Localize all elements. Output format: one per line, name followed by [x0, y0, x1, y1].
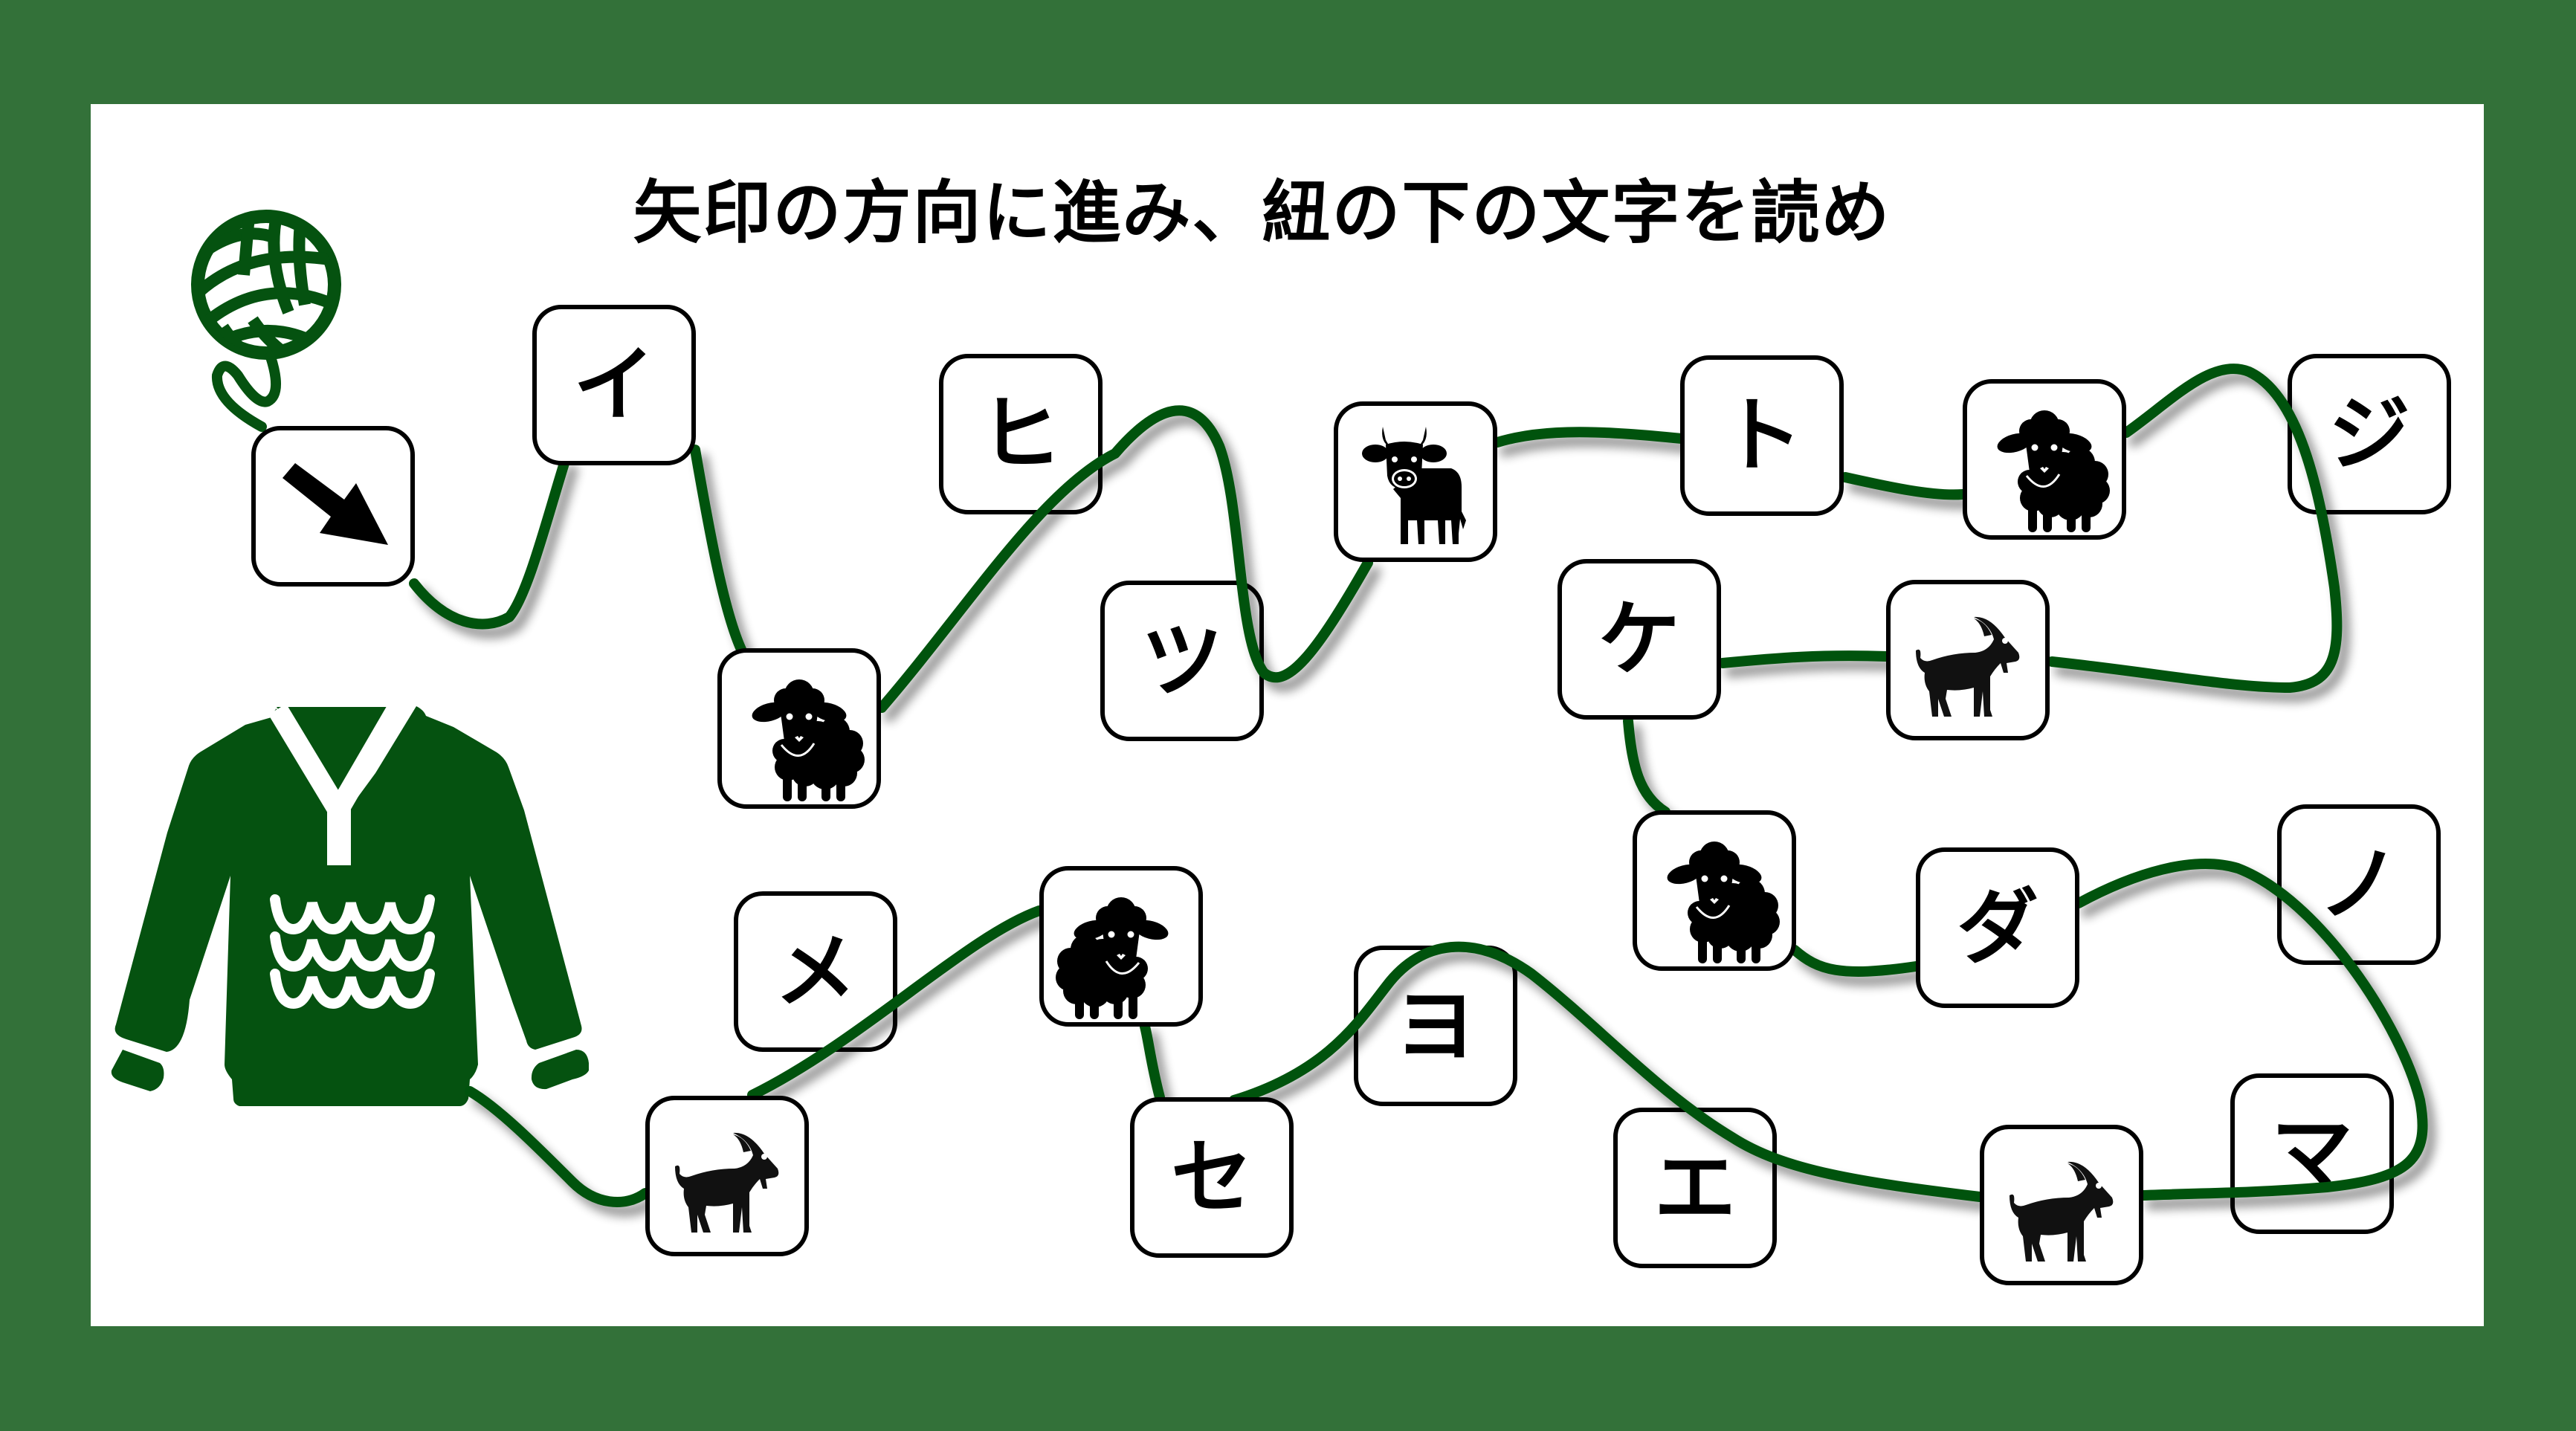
tile-da[interactable]: ダ	[1916, 847, 2079, 1008]
tile-frame	[939, 354, 1103, 514]
sweater-icon	[111, 703, 589, 1106]
tile-ji[interactable]: ジ	[2288, 354, 2451, 514]
tile-goat3[interactable]	[1980, 1125, 2143, 1285]
tile-hi[interactable]: ヒ	[939, 354, 1103, 514]
tile-frame	[1557, 559, 1721, 720]
tile-frame	[734, 891, 897, 1052]
tile-sheep2[interactable]	[1963, 379, 2126, 540]
tile-me[interactable]: メ	[734, 891, 897, 1052]
tile-char: ケ	[1598, 592, 1680, 687]
tile-frame	[1130, 1097, 1294, 1258]
tile-i[interactable]: イ	[532, 305, 696, 465]
yarn-ball-icon	[191, 210, 341, 432]
tile-sheep4[interactable]	[1039, 866, 1203, 1027]
tile-char: セ	[1171, 1130, 1253, 1225]
tile-char: ト	[1721, 388, 1803, 483]
tile-ma[interactable]: マ	[2230, 1073, 2394, 1234]
tile-tsu[interactable]: ツ	[1100, 581, 1264, 741]
tile-se[interactable]: セ	[1130, 1097, 1294, 1258]
tile-char: ノ	[2318, 837, 2400, 932]
tile-char: メ	[775, 924, 856, 1019]
tile-sheep1[interactable]	[717, 648, 881, 809]
tile-char: ヨ	[1395, 978, 1476, 1073]
tile-yo[interactable]: ヨ	[1354, 946, 1517, 1106]
tile-ke[interactable]: ケ	[1557, 559, 1721, 720]
tile-frame	[532, 305, 696, 465]
tile-char: エ	[1654, 1140, 1736, 1235]
tile-no[interactable]: ノ	[2277, 804, 2441, 965]
tile-frame	[1916, 847, 2079, 1008]
tile-frame	[2288, 354, 2451, 514]
tile-to[interactable]: ト	[1680, 355, 1844, 516]
tile-goat1[interactable]	[1886, 580, 2050, 740]
page-title: 矢印の方向に進み、紐の下の文字を読め	[633, 173, 1891, 253]
tile-frame	[1680, 355, 1844, 516]
tile-char: ダ	[1957, 880, 2038, 975]
tile-cow[interactable]	[1334, 401, 1497, 562]
tile-sheep3[interactable]	[1633, 810, 1796, 971]
tile-e[interactable]: エ	[1613, 1108, 1777, 1268]
string-path	[409, 364, 2428, 1207]
tile-char: ヒ	[980, 387, 1062, 482]
tile-char: イ	[573, 337, 655, 433]
tile-char: ジ	[2328, 387, 2410, 482]
tile-char: ツ	[1141, 613, 1223, 708]
tile-goat2[interactable]	[645, 1096, 809, 1256]
tile-arrow[interactable]	[251, 426, 415, 587]
